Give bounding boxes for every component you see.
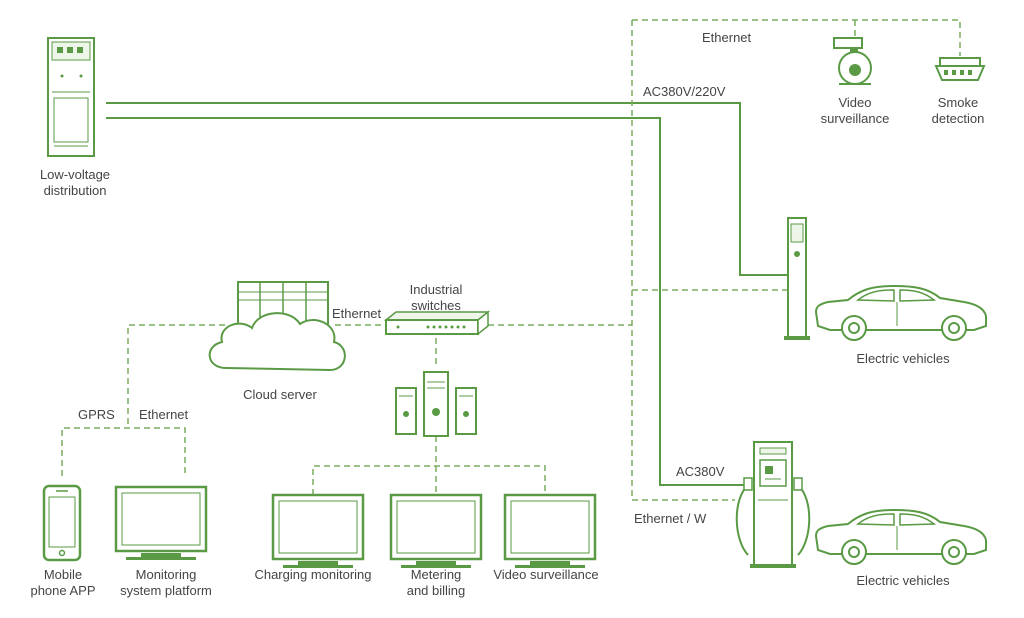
label-line: distribution bbox=[43, 183, 107, 198]
server-tower-icon bbox=[395, 371, 477, 437]
monitor-icon-metering bbox=[389, 493, 483, 570]
label-line: phone APP bbox=[30, 583, 96, 598]
power-line-ac380-220 bbox=[106, 102, 788, 276]
monitor-icon-platform bbox=[114, 485, 208, 562]
label-ethernet-mid: Ethernet bbox=[332, 306, 382, 321]
label-line: Low-voltage bbox=[39, 167, 111, 182]
low-voltage-cabinet-icon bbox=[47, 37, 95, 157]
label-ethernet-left: Ethernet bbox=[139, 407, 189, 422]
label-line: detection bbox=[931, 111, 985, 126]
label-ac380v-220v: AC380V/220V bbox=[643, 84, 726, 99]
label-mobile-phone-app: Mobile phone APP bbox=[22, 567, 104, 599]
label-line: surveillance bbox=[820, 111, 890, 126]
comm-lines bbox=[61, 19, 961, 501]
dome-camera-icon bbox=[833, 37, 872, 85]
label-ethernet-top: Ethernet bbox=[702, 30, 752, 45]
power-lines bbox=[106, 102, 788, 486]
label-charging-monitoring: Charging monitoring bbox=[254, 567, 372, 582]
label-line: system platform bbox=[120, 583, 212, 598]
industrial-switch-icon bbox=[383, 310, 491, 336]
label-line: Mobile bbox=[43, 567, 83, 582]
label-low-voltage-distribution: Low-voltage distribution bbox=[20, 167, 130, 199]
smoke-detector-icon bbox=[934, 57, 986, 81]
label-metering-and-billing: Metering and billing bbox=[382, 567, 490, 599]
monitor-icon-charging bbox=[271, 493, 365, 570]
label-monitoring-system-platform: Monitoring system platform bbox=[106, 567, 226, 599]
label-electric-vehicles-bottom: Electric vehicles bbox=[856, 573, 950, 588]
label-video-surveillance-top: Video surveillance bbox=[810, 95, 900, 127]
label-line: switches bbox=[411, 298, 461, 313]
label-line: Smoke bbox=[937, 95, 979, 110]
label-line: Metering bbox=[410, 567, 462, 582]
label-ac380v: AC380V bbox=[676, 464, 725, 479]
label-cloud-server: Cloud server bbox=[243, 387, 317, 402]
label-smoke-detection: Smoke detection bbox=[920, 95, 996, 127]
ethernet-backbone bbox=[631, 20, 735, 501]
label-line: and billing bbox=[406, 583, 466, 598]
monitor-icon-video bbox=[503, 493, 597, 570]
dc-charger-icon bbox=[735, 441, 811, 568]
electric-car-icon-top bbox=[815, 285, 987, 341]
label-ethernet-w: Ethernet / W bbox=[634, 511, 707, 526]
power-line-ac380 bbox=[106, 117, 745, 486]
ethernet-top-line bbox=[632, 19, 961, 56]
mobile-phone-icon bbox=[42, 484, 82, 562]
cloud-to-devices bbox=[127, 324, 225, 428]
charging-post-icon bbox=[784, 217, 810, 340]
label-line: Video bbox=[838, 95, 872, 110]
cloud-server-icon bbox=[208, 281, 346, 372]
label-video-surveillance-bottom: Video surveillance bbox=[493, 567, 599, 582]
label-gprs: GPRS bbox=[78, 407, 115, 422]
electric-car-icon-bottom bbox=[815, 509, 987, 565]
label-line: Monitoring bbox=[135, 567, 197, 582]
label-electric-vehicles-top: Electric vehicles bbox=[856, 351, 950, 366]
label-line: Industrial bbox=[409, 282, 463, 297]
label-industrial-switches: Industrial switches bbox=[388, 282, 484, 314]
